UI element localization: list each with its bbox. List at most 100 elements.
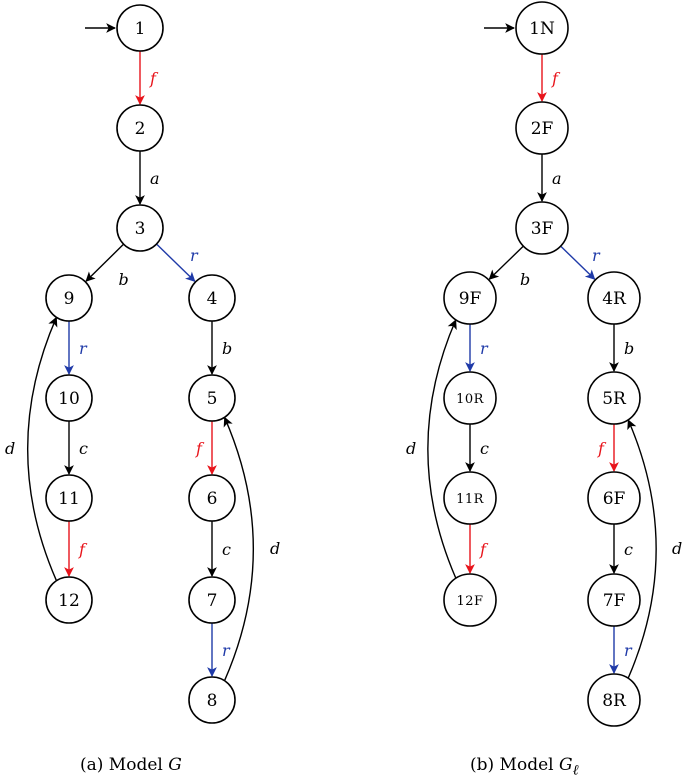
state-node-circle	[587, 271, 641, 325]
edge-label-1-to-2: f	[551, 69, 561, 88]
state-node-circle	[587, 573, 641, 627]
state-node-4: 4	[188, 274, 236, 322]
state-node-3F: 3F	[515, 201, 569, 255]
edge-label-6-to-7: c	[222, 540, 231, 559]
edge-8-to-5	[627, 419, 657, 679]
edge-label-8-to-5: d	[270, 539, 280, 558]
state-node-10R: 10R	[443, 371, 497, 425]
state-node-1N: 1N	[515, 1, 569, 55]
edge-12-to-9	[427, 319, 457, 579]
state-node-label: 4R	[602, 289, 627, 309]
edge-label-3-to-4: r	[592, 246, 601, 265]
state-node-label: 9F	[459, 289, 482, 309]
state-node-label: 5R	[602, 389, 627, 409]
state-node-circle	[116, 104, 164, 152]
edge-label-12-to-9: d	[5, 439, 15, 458]
caption-prefix: (a) Model	[80, 755, 163, 775]
state-node-label: 11R	[456, 492, 485, 507]
state-node-11R: 11R	[443, 471, 497, 525]
state-node-circle	[188, 676, 236, 724]
edge-label-6-to-7: c	[624, 540, 633, 559]
caption-model-g-ell: (b) Model Gℓ	[470, 755, 578, 779]
state-node-label: 1	[135, 19, 146, 39]
state-node-label: 2	[135, 119, 146, 139]
state-node-12F: 12F	[443, 573, 497, 627]
edge-label-4-to-5: b	[624, 339, 634, 358]
state-node-8: 8	[188, 676, 236, 724]
state-node-3: 3	[116, 204, 164, 252]
state-node-6: 6	[188, 474, 236, 522]
state-node-7F: 7F	[587, 573, 641, 627]
state-node-circle	[443, 271, 497, 325]
caption-model-g: (a) Model G	[80, 755, 182, 778]
state-node-circle	[188, 576, 236, 624]
caption-model-subscript: ℓ	[572, 762, 579, 779]
caption-prefix: (b) Model	[470, 755, 554, 775]
edge-label-5-to-6: f	[597, 439, 607, 458]
state-node-9: 9	[45, 274, 93, 322]
state-node-label: 12F	[456, 594, 483, 609]
edge-label-5-to-6: f	[195, 439, 205, 458]
state-node-label: 1N	[529, 19, 555, 39]
state-node-4R: 4R	[587, 271, 641, 325]
state-node-circle	[443, 371, 497, 425]
state-node-label: 2F	[531, 119, 554, 139]
state-node-circle	[587, 371, 641, 425]
state-node-10: 10	[45, 374, 93, 422]
edge-label-3-to-9: b	[520, 270, 530, 289]
state-node-circle	[45, 474, 93, 522]
edge-label-4-to-5: b	[222, 339, 232, 358]
edge-label-9-to-10: r	[480, 339, 489, 358]
state-node-circle	[515, 101, 569, 155]
state-node-circle	[188, 274, 236, 322]
state-node-label: 7	[207, 591, 218, 611]
state-node-circle	[443, 471, 497, 525]
state-node-circle	[515, 201, 569, 255]
state-node-1: 1	[116, 4, 164, 52]
edge-label-9-to-10: r	[79, 339, 88, 358]
edge-3-to-4	[560, 245, 596, 280]
edge-label-7-to-8: r	[624, 641, 633, 660]
edge-label-1-to-2: f	[149, 69, 159, 88]
state-node-label: 4	[207, 289, 218, 309]
edge-label-10-to-11: c	[480, 439, 489, 458]
state-node-11: 11	[45, 474, 93, 522]
edge-12-to-9	[27, 316, 58, 581]
edge-8-to-5	[223, 416, 254, 681]
state-node-label: 3	[135, 219, 146, 239]
state-node-label: 6	[207, 489, 218, 509]
edge-3-to-9	[85, 243, 125, 282]
state-node-circle	[443, 573, 497, 627]
state-node-label: 10R	[456, 392, 485, 407]
edge-label-8-to-5: d	[672, 539, 682, 558]
state-node-2: 2	[116, 104, 164, 152]
state-node-8R: 8R	[587, 673, 641, 727]
caption-model-symbol: G	[168, 755, 182, 775]
state-node-circle	[45, 274, 93, 322]
state-node-label: 8	[207, 691, 218, 711]
state-node-circle	[116, 4, 164, 52]
state-node-circle	[116, 204, 164, 252]
edge-3-to-4	[156, 243, 196, 282]
state-node-5: 5	[188, 374, 236, 422]
state-node-label: 10	[58, 389, 80, 409]
state-node-circle	[45, 576, 93, 624]
state-node-label: 6F	[603, 489, 626, 509]
state-node-label: 11	[58, 489, 80, 509]
state-node-circle	[587, 471, 641, 525]
edge-label-2-to-3: a	[150, 169, 160, 188]
state-node-label: 8R	[602, 691, 627, 711]
edge-label-12-to-9: d	[406, 439, 416, 458]
state-node-circle	[515, 1, 569, 55]
state-node-6F: 6F	[587, 471, 641, 525]
state-node-circle	[188, 374, 236, 422]
state-node-circle	[587, 673, 641, 727]
edge-label-3-to-9: b	[119, 270, 129, 289]
state-node-7: 7	[188, 576, 236, 624]
state-node-label: 7F	[603, 591, 626, 611]
state-node-circle	[188, 474, 236, 522]
state-node-label: 9	[64, 289, 75, 309]
